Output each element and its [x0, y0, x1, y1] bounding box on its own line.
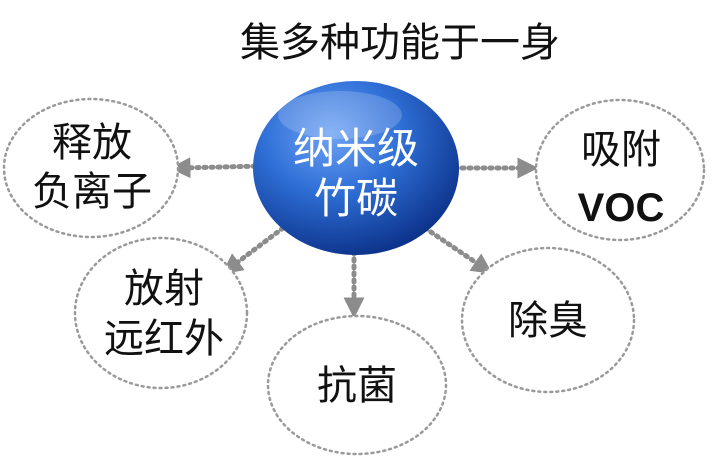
- node-voc-line2: VOC: [578, 186, 665, 230]
- node-deodorize-line1: 除臭: [508, 298, 588, 344]
- arrow-to-anion: [169, 157, 265, 179]
- node-infrared-circle: [73, 236, 249, 390]
- node-anion-line1: 释放: [52, 120, 132, 166]
- node-antibacterial-line1: 抗菌: [317, 363, 397, 409]
- node-voc-circle: [534, 98, 706, 242]
- node-infrared-line2: 远红外: [104, 316, 224, 362]
- center-label-line2: 竹碳: [314, 174, 398, 223]
- arrow-to-deodorize: [422, 225, 493, 274]
- connector-arrows: [169, 157, 539, 319]
- node-deodorize-circle: [460, 246, 636, 394]
- node-antibacterial-circle: [266, 314, 448, 456]
- node-anion-circle: [2, 97, 180, 239]
- arrow-to-infrared: [221, 225, 286, 275]
- center-node: 纳米级 竹碳: [253, 81, 459, 255]
- diagram-title: 集多种功能于一身: [240, 20, 560, 66]
- node-infrared-line1: 放射: [124, 266, 204, 312]
- node-anion-line2: 负离子: [32, 169, 152, 215]
- node-voc-line1: 吸附: [581, 127, 661, 173]
- center-label-line1: 纳米级: [293, 124, 419, 173]
